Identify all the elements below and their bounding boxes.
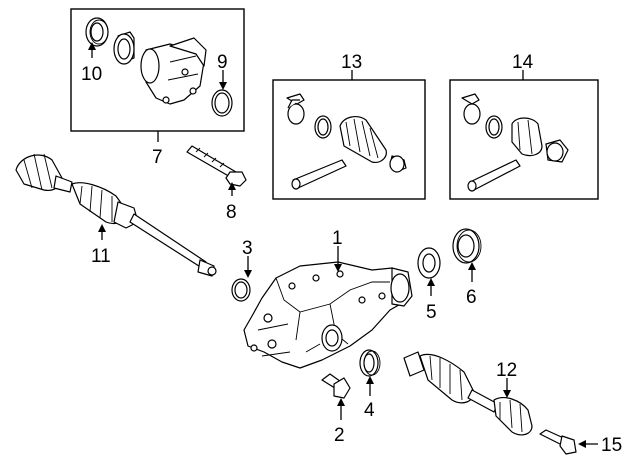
callout-8: 8 xyxy=(226,202,237,223)
joint-housing-part xyxy=(140,37,207,105)
axle-shaft-12 xyxy=(403,351,533,436)
bolt-15 xyxy=(539,429,577,455)
callout-4: 4 xyxy=(364,400,375,421)
callout-11: 11 xyxy=(91,246,111,267)
differential-housing-1 xyxy=(243,261,413,369)
bearing-part xyxy=(113,31,135,65)
seal-6 xyxy=(452,228,482,264)
oring-3 xyxy=(231,278,251,302)
leader-lines xyxy=(88,42,598,448)
axle-shaft-11 xyxy=(15,153,217,277)
inset-box-13 xyxy=(272,70,426,200)
callout-14: 14 xyxy=(512,52,534,73)
inset-box-7 xyxy=(70,8,245,142)
inset-box-14 xyxy=(449,70,599,200)
callout-10: 10 xyxy=(81,64,102,85)
callout-5: 5 xyxy=(426,302,437,323)
callout-6: 6 xyxy=(466,287,477,308)
callout-3: 3 xyxy=(242,238,253,259)
seal-part-10 xyxy=(85,17,109,47)
seal-4 xyxy=(359,349,381,377)
callout-13: 13 xyxy=(341,52,362,73)
callout-15: 15 xyxy=(601,435,622,456)
callout-7: 7 xyxy=(152,147,163,168)
callout-1: 1 xyxy=(332,228,343,249)
boot-kit-13-parts xyxy=(286,93,407,190)
callout-2: 2 xyxy=(334,425,345,446)
boot-kit-14-parts xyxy=(461,93,569,192)
callout-12: 12 xyxy=(496,360,517,381)
seal-5 xyxy=(417,247,441,279)
oring-part-9 xyxy=(211,89,233,117)
callout-labels: 1 2 3 4 5 6 7 8 9 10 11 12 13 14 15 xyxy=(81,52,622,456)
bolt-2 xyxy=(321,373,351,399)
callout-9: 9 xyxy=(217,52,228,73)
bolt-8 xyxy=(186,145,247,187)
